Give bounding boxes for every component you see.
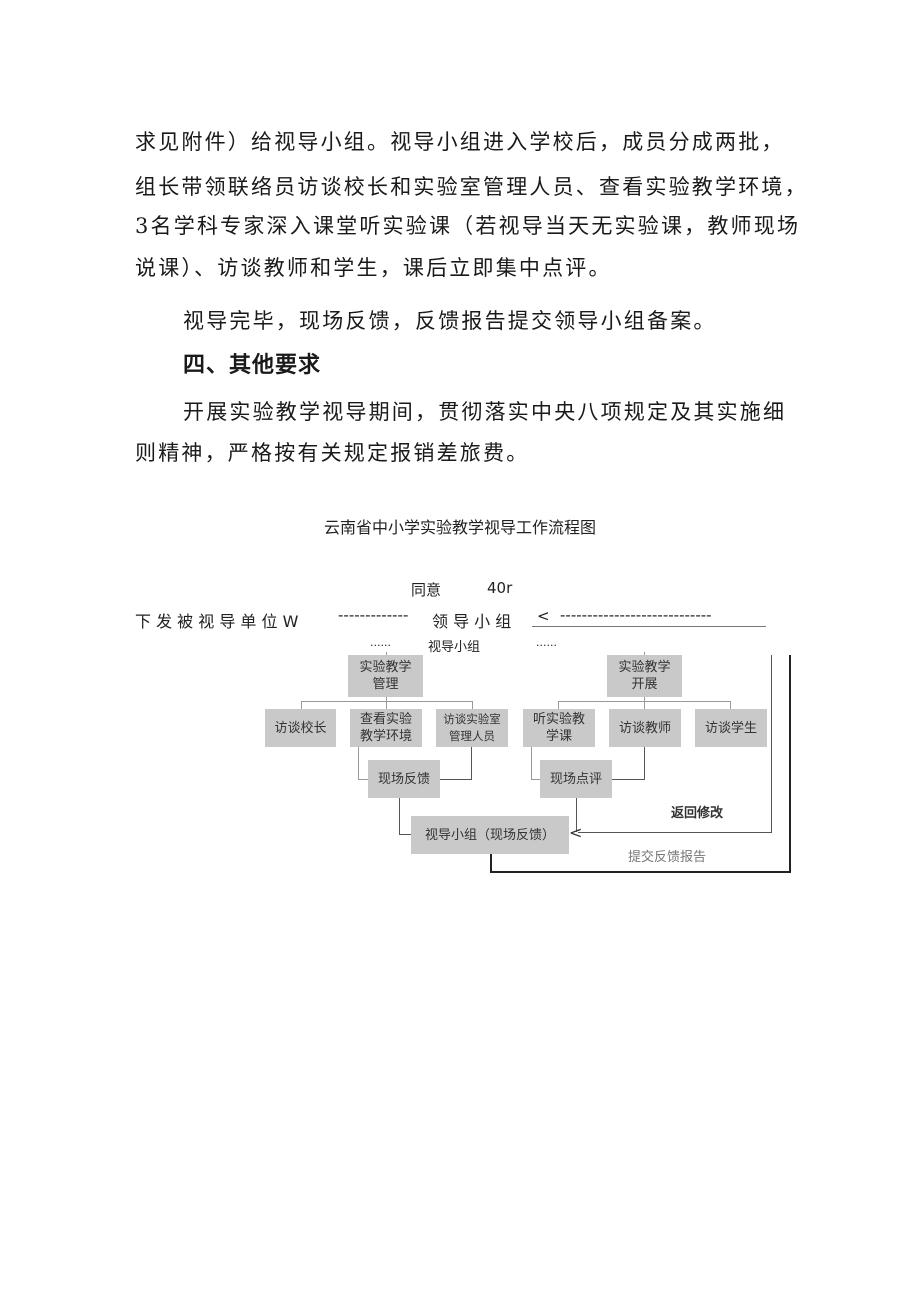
- node-interview-principal: 访谈校长: [265, 709, 336, 747]
- connector: [644, 697, 645, 709]
- connector: [612, 779, 645, 780]
- node-interview-student: 访谈学生: [695, 709, 767, 747]
- node-onsite-review: 现场点评: [540, 760, 612, 798]
- arrow-left-icon: <: [537, 607, 550, 625]
- connector: [399, 798, 400, 834]
- node-label: 查看实验: [359, 712, 412, 727]
- node-label: 实验教学: [618, 660, 671, 675]
- connector: [358, 747, 359, 779]
- dots-right: ......: [536, 636, 557, 649]
- submit-loop-line: [490, 854, 492, 872]
- agree-label: 同意: [411, 581, 442, 599]
- submit-report-label: 提交反馈报告: [628, 850, 707, 865]
- node-interview-lab-staff: 访谈实验室管理人员: [436, 709, 508, 747]
- node-label: 听实验教: [532, 712, 585, 727]
- paragraph-2: 视导完毕，现场反馈，反馈报告提交领导小组备案。: [183, 309, 717, 333]
- leading-group-node: 领 导 小 组: [432, 612, 512, 631]
- text-line: 开展实验教学视导期间，贯彻落实中央八项规定及其实施细: [183, 400, 787, 424]
- underline-rule: [532, 626, 766, 627]
- node-label: 访谈实验室: [443, 712, 501, 726]
- dashed-connector-left: -------------: [338, 606, 409, 624]
- text-line: 则精神，严格按有关规定报销差旅费。: [135, 441, 530, 465]
- node-attend-class: 听实验教学课: [523, 709, 595, 747]
- node-interview-teacher: 访谈教师: [609, 709, 681, 747]
- node-label: 开展: [631, 677, 658, 692]
- connector: [558, 701, 559, 709]
- inspection-group-label: 视导小组: [428, 640, 481, 655]
- dashed-connector-right: ----------------------------: [560, 606, 712, 624]
- section-heading: 四、其他要求: [183, 353, 322, 378]
- return-loop-line: [771, 655, 772, 833]
- connector: [730, 701, 731, 709]
- submit-loop-line: [789, 655, 791, 873]
- connector: [301, 701, 472, 702]
- connector: [644, 652, 645, 656]
- node-label: 实验教学: [359, 660, 412, 675]
- connector: [358, 779, 369, 780]
- connector: [301, 701, 302, 709]
- connector: [386, 697, 387, 709]
- node-label: 管理人员: [449, 729, 495, 743]
- submit-loop-line: [490, 871, 790, 873]
- code-label: 40r: [487, 579, 513, 597]
- connector: [472, 701, 473, 709]
- connector: [440, 779, 472, 780]
- connector: [399, 834, 412, 835]
- node-onsite-feedback: 现场反馈: [368, 760, 440, 798]
- text-line: 3名学科专家深入课堂听实验课（若视导当天无实验课，教师现场: [135, 214, 801, 238]
- dots-left: ......: [370, 636, 391, 649]
- connector: [386, 652, 387, 656]
- connector: [644, 747, 645, 779]
- text-line: 求见附件）给视导小组。视导小组进入学校后，成员分成两批，: [135, 130, 785, 154]
- connector: [531, 747, 532, 779]
- node-label: 管理: [372, 677, 399, 692]
- return-modify-label: 返回修改: [671, 806, 724, 821]
- connector: [531, 779, 541, 780]
- arrow-left-icon: <: [569, 823, 583, 842]
- flowchart-title: 云南省中小学实验教学视导工作流程图: [323, 518, 596, 537]
- node-experiment-management: 实验教学管理: [348, 655, 423, 697]
- node-label: 学课: [545, 729, 572, 744]
- node-group-feedback: 视导小组（现场反馈）: [411, 816, 569, 854]
- node-check-environment: 查看实验教学环境: [350, 709, 422, 747]
- connector: [576, 798, 577, 832]
- text-line: 说课）、访谈教师和学生，课后立即集中点评。: [135, 256, 612, 280]
- return-arrow-line: [578, 832, 772, 833]
- issue-to-unit-label: 下 发 被 视 导 单 位 W: [135, 612, 299, 631]
- connector: [471, 747, 472, 779]
- node-experiment-conduct: 实验教学开展: [607, 655, 682, 697]
- connector: [558, 701, 730, 702]
- text-line: 组长带领联络员访谈校长和实验室管理人员、查看实验教学环境，: [135, 175, 808, 199]
- node-label: 教学环境: [359, 729, 412, 744]
